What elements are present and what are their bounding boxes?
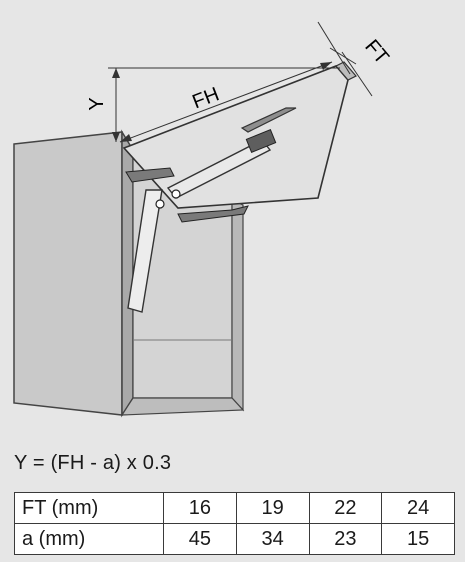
dim-ft-line (329, 47, 357, 65)
table-cell: 22 (308, 492, 383, 524)
table-row: FT (mm) 16 19 22 24 (14, 492, 455, 524)
flap-door-edge (335, 61, 357, 81)
dim-y-arrow-bottom (112, 132, 120, 142)
dim-ft-ext-2 (341, 51, 373, 97)
dim-fh-arrow-right (320, 62, 332, 70)
table-cell: 34 (235, 523, 310, 555)
row-header: FT (mm) (14, 492, 164, 524)
dim-fh-line (119, 61, 333, 143)
formula-text: Y = (FH - a) x 0.3 (14, 452, 172, 474)
label-ft: FT (360, 36, 393, 69)
table-row: a (mm) 45 34 23 15 (14, 523, 455, 555)
cabinet-side-right (231, 199, 244, 412)
label-fh: FH (189, 83, 222, 113)
pivot-point (171, 189, 181, 199)
table-cell: 23 (308, 523, 383, 555)
table-cell: 24 (381, 492, 455, 524)
flap-door (122, 65, 349, 209)
table-cell: 45 (163, 523, 237, 555)
table-cell: 19 (235, 492, 310, 524)
dim-ft-ext-1 (317, 21, 351, 75)
hinge-left (125, 167, 175, 183)
cabinet-bottom (120, 397, 245, 416)
table-cell: 15 (381, 523, 455, 555)
lift-arm-lower (127, 189, 163, 313)
lift-up-flap-diagram: Y FH FT (13, 21, 393, 418)
flap-handle (240, 107, 297, 133)
spec-table: FT (mm) 16 19 22 24 a (mm) 45 34 23 15 (14, 492, 455, 555)
label-y: Y (86, 97, 108, 110)
dim-fh-arrow-left (120, 134, 132, 142)
cabinet-side-front (13, 131, 123, 416)
flap-bracket (245, 128, 277, 154)
dim-y-arrow-top (112, 68, 120, 78)
table-cell: 16 (163, 492, 237, 524)
row-header: a (mm) (14, 523, 164, 555)
pivot-point (155, 199, 165, 209)
hinge-right (177, 205, 249, 223)
